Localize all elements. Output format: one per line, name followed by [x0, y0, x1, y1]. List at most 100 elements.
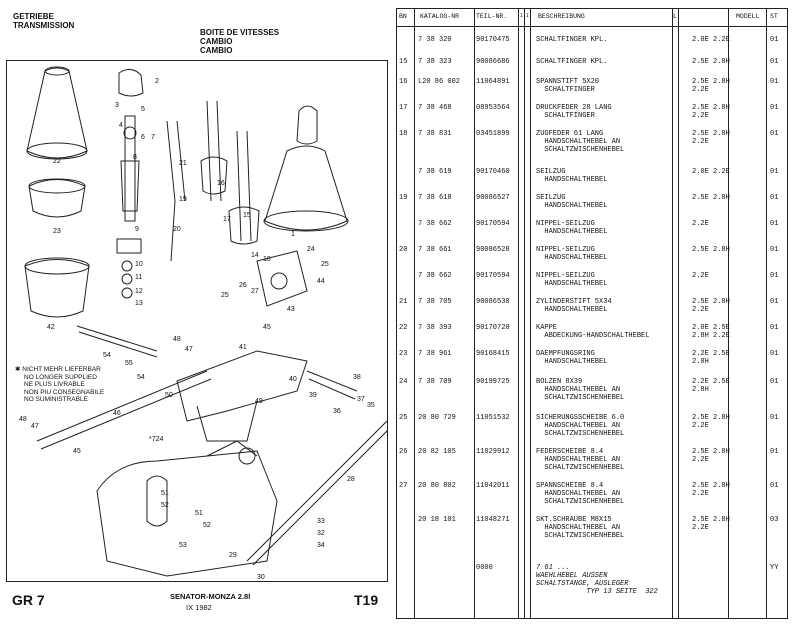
label-13: 13	[135, 300, 143, 307]
cell-teil: 90170594	[476, 220, 510, 228]
header-beschreibung: BESCHREIBUNG	[538, 13, 585, 20]
label-37: 37	[357, 396, 365, 403]
seal-42	[24, 259, 90, 318]
label-724: *724	[149, 436, 164, 443]
label-29: 29	[229, 552, 237, 559]
cell-bn: 15	[399, 58, 408, 66]
label-30: 30	[257, 574, 265, 581]
label-54: 54	[103, 352, 111, 359]
cell-bn: 16	[399, 78, 408, 86]
cell-kat: 7 38 320	[418, 36, 452, 44]
label-17: 17	[223, 216, 231, 223]
label-48b: 48	[19, 416, 27, 423]
label-38: 38	[353, 374, 361, 381]
cell-desc: NIPPEL-SEILZUG HANDSCHALTHEBEL	[536, 220, 608, 236]
page-number: T19	[354, 592, 379, 608]
knob-2	[118, 69, 144, 97]
cell-bn: 20	[399, 246, 408, 254]
cell-st: 01	[770, 298, 779, 306]
label-16: 16	[217, 180, 225, 187]
label-34: 34	[317, 542, 325, 549]
cell-modell: 2.5E 2.8H 2.2E	[692, 448, 730, 464]
cell-modell: 2.2E	[692, 220, 709, 228]
cell-st: 01	[770, 482, 779, 490]
label-51b: 51	[195, 510, 203, 517]
cell-desc: SCHALTFINGER KPL.	[536, 36, 608, 44]
cell-kat: 20 80 729	[418, 414, 456, 422]
label-48: 48	[173, 336, 181, 343]
legend-line: NO LONGER SUPPLIED	[24, 373, 97, 381]
cell-teil: 11042011	[476, 482, 510, 490]
cell-teil: 90086530	[476, 298, 510, 306]
label-3: 3	[115, 102, 119, 109]
cell-teil: 08953564	[476, 104, 510, 112]
cell-modell: 2.5E 2.8H 2.2E	[692, 482, 730, 498]
cell-kat: 7 38 661	[418, 246, 452, 254]
cell-modell: 2.2E 2.5E 2.8H	[692, 378, 730, 394]
cell-teil: 90086527	[476, 194, 510, 202]
cell-teil: 0000	[476, 564, 493, 572]
exploded-diagram: 2 3 5 4 6 7 8 9 10 11 12 13 22 23 42 21 …	[6, 60, 388, 582]
label-39: 39	[309, 392, 317, 399]
label-20: 20	[173, 226, 181, 233]
label-36: 36	[333, 408, 341, 415]
label-6: 6	[141, 134, 145, 141]
cell-modell: 2.5E 2.8H 2.2E	[692, 104, 730, 120]
cell-modell: 2.5E 2.8H	[692, 194, 730, 202]
cell-kat: 7 38 705	[418, 298, 452, 306]
cell-bn: 17	[399, 104, 408, 112]
cell-desc: DAEMPFUNGSRING HANDSCHALTHEBEL	[536, 350, 608, 366]
cell-st: 01	[770, 36, 779, 44]
label-7: 7	[151, 134, 155, 141]
cell-teil: 11048271	[476, 516, 510, 524]
cell-desc: BOLZEN 8X39 HANDSCHALTHEBEL AN SCHALTZWI…	[536, 378, 625, 402]
cell-st: 01	[770, 130, 779, 138]
label-15: 15	[243, 212, 251, 219]
label-25: 25	[321, 261, 329, 268]
mechanism-43	[256, 250, 308, 307]
header-title-en: TRANSMISSION	[13, 21, 75, 30]
cell-modell: 2.5E 2.8H 2.2E	[692, 130, 730, 146]
lever-15	[206, 100, 222, 202]
header-title-de: GETRIEBE	[13, 12, 54, 21]
label-8: 8	[133, 154, 137, 161]
group-label: GR 7	[12, 592, 45, 608]
label-32: 32	[317, 530, 325, 537]
label-21: 21	[179, 160, 187, 167]
cell-desc: SPANNSTIFT 5X20 SCHALTFINGER	[536, 78, 600, 94]
parts-table: BN KATALOG-NR TEIL-NR. I I BESCHREIBUNG …	[396, 8, 788, 628]
cell-teil: 90168415	[476, 350, 510, 358]
cell-kat: 7 38 662	[418, 220, 452, 228]
label-53: 53	[179, 542, 187, 549]
label-45: 45	[263, 324, 271, 331]
cell-teil: 90170460	[476, 168, 510, 176]
cell-kat: 7 38 662	[418, 272, 452, 280]
lever-rod	[124, 115, 136, 222]
cell-st: 01	[770, 414, 779, 422]
boot-22	[26, 67, 88, 159]
legend-line: NO SUMINISTRABLE	[24, 396, 88, 403]
cell-st: 01	[770, 78, 779, 86]
rod-46	[36, 370, 212, 450]
label-33: 33	[317, 518, 325, 525]
label-23: 23	[53, 228, 61, 235]
cell-kat: 7 38 961	[418, 350, 452, 358]
cell-desc: ZUGFEDER 61 LANG HANDSCHALTHEBEL AN SCHA…	[536, 130, 625, 154]
cell-desc: SKT.SCHRAUBE M8X15 HANDSCHALTHEBEL AN SC…	[536, 516, 625, 540]
label-35: 35	[367, 402, 375, 409]
cell-modell: 2.0E 2.2E	[692, 36, 730, 44]
label-26: 26	[239, 282, 247, 289]
header-modell: MODELL	[736, 13, 760, 20]
cell-teil: 11051532	[476, 414, 510, 422]
cell-teil: 03451899	[476, 130, 510, 138]
cell-desc: SEILZUG HANDSCHALTHEBEL	[536, 168, 608, 184]
header-middle: BOITE DE VITESSES CAMBIO CAMBIO	[200, 28, 279, 55]
label-22: 22	[53, 158, 61, 165]
cell-bn: 27	[399, 482, 408, 490]
cell-modell: 2.5E 2.8H	[692, 246, 730, 254]
cell-teil: 11064891	[476, 78, 510, 86]
label-28: 28	[347, 476, 355, 483]
header-title-it: CAMBIO	[200, 37, 233, 46]
cell-bn: 24	[399, 378, 408, 386]
cell-desc: ZYLINDERSTIFT 5X34 HANDSCHALTHEBEL	[536, 298, 612, 314]
